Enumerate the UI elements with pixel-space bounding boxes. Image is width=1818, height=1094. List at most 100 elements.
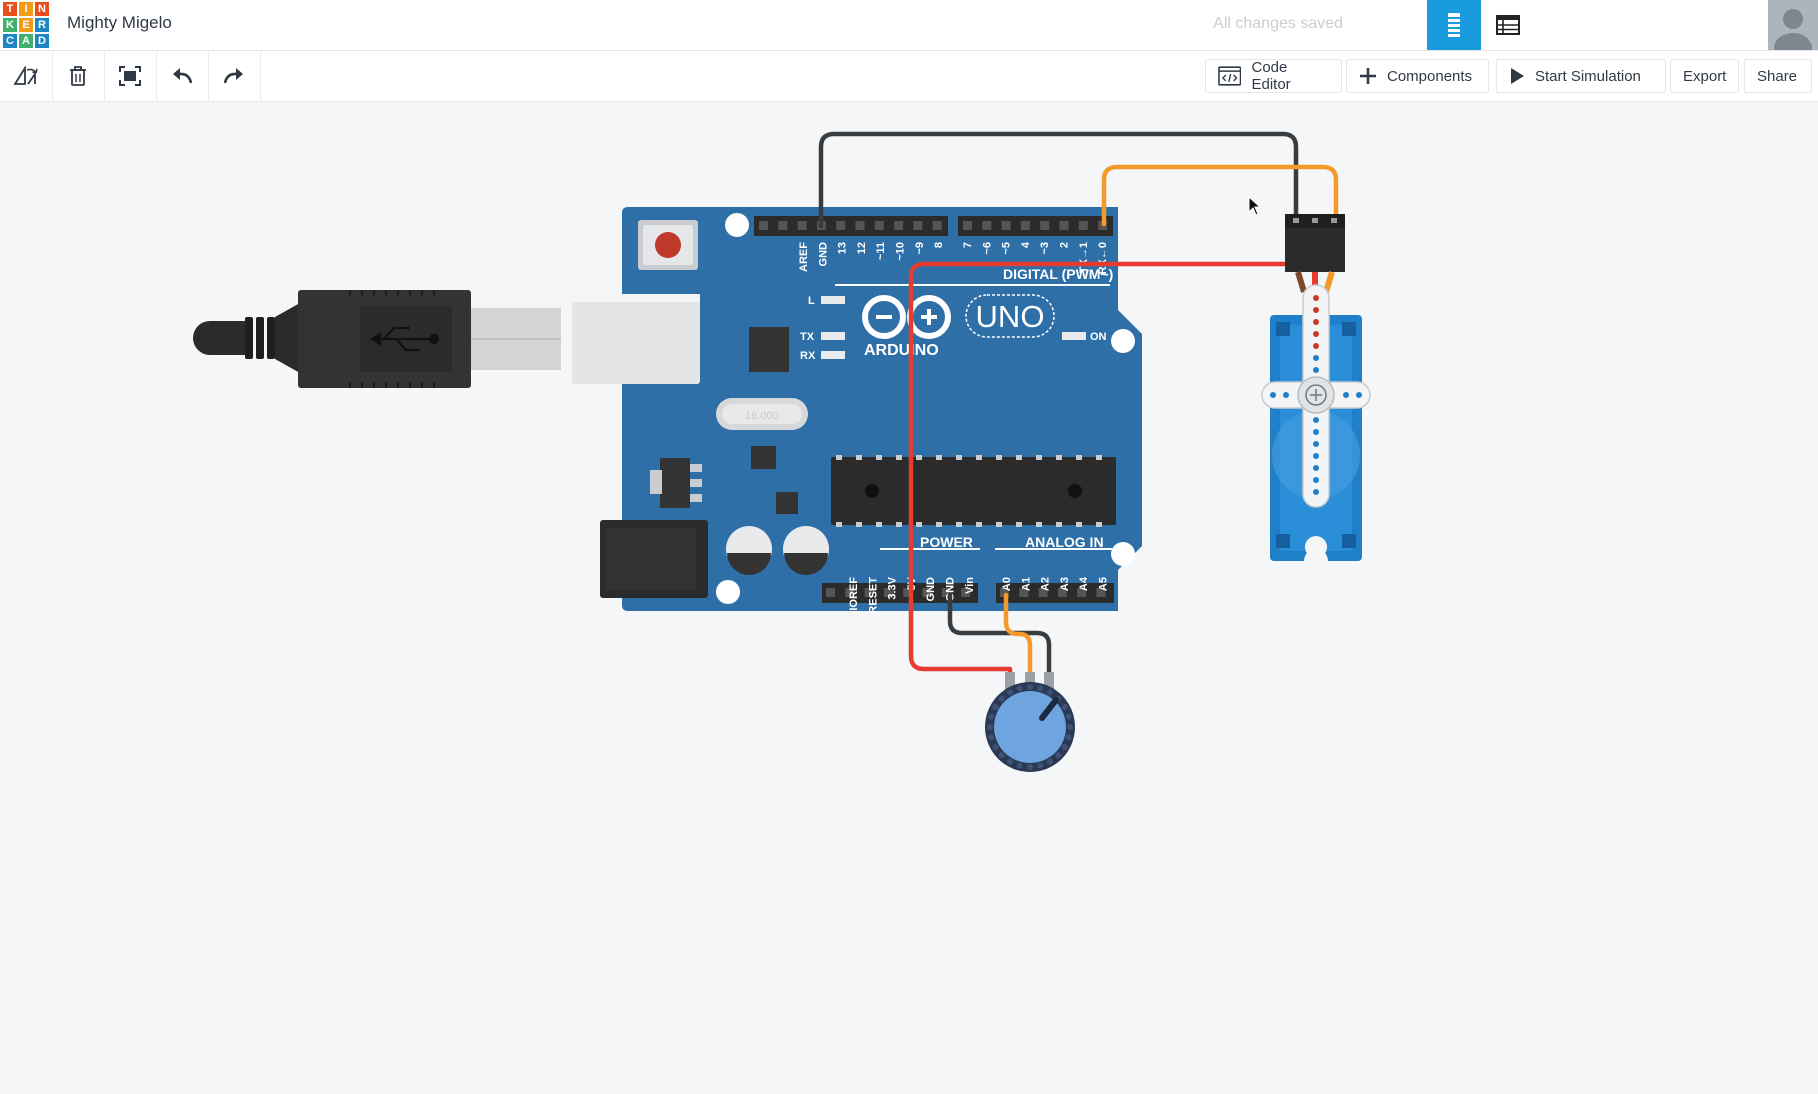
pin-socket[interactable] (894, 221, 904, 230)
pin-socket[interactable] (903, 588, 913, 597)
export-label: Export (1683, 67, 1727, 85)
pin-socket[interactable] (963, 221, 972, 230)
pin-label: A2 (1040, 577, 1052, 591)
fit-view-button[interactable] (104, 51, 157, 101)
pin-socket[interactable] (874, 221, 884, 230)
header-pins[interactable] (759, 221, 1108, 597)
crystal-label: 16.000 (745, 410, 779, 422)
logo-letter: N (35, 2, 49, 16)
avatar[interactable] (1768, 0, 1818, 50)
pin-label: 12 (856, 242, 868, 254)
rotate-button[interactable] (0, 51, 53, 101)
undo-button[interactable] (156, 51, 209, 101)
pin-socket[interactable] (1040, 221, 1050, 230)
pin-socket[interactable] (1020, 221, 1030, 230)
pin-label: A3 (1059, 577, 1071, 591)
pin-socket[interactable] (845, 588, 855, 597)
pin-socket[interactable] (778, 221, 788, 230)
pin-label: AREF (798, 242, 810, 272)
code-editor-button[interactable]: Code Editor (1205, 59, 1342, 93)
start-simulation-button[interactable]: Start Simulation (1496, 59, 1666, 93)
wire-a0-pot[interactable] (1003, 592, 1033, 683)
pin-socket[interactable] (836, 221, 846, 230)
share-button[interactable]: Share (1744, 59, 1812, 93)
wire-gnd-servo[interactable] (818, 131, 1299, 229)
pin-label: 8 (933, 242, 945, 248)
logo-letter: T (3, 2, 17, 16)
pin-socket[interactable] (1019, 588, 1029, 597)
pin-label: A5 (1098, 577, 1110, 591)
circuit-view-button[interactable] (1427, 0, 1481, 50)
pin-socket[interactable] (1038, 588, 1048, 597)
led-l-label: L (808, 295, 815, 307)
pin-socket[interactable] (941, 588, 951, 597)
trash-icon (70, 66, 86, 86)
wire-5v-power[interactable] (908, 261, 1289, 683)
components-button[interactable]: Components (1346, 59, 1489, 93)
pin-socket[interactable] (759, 221, 768, 230)
components-label: Components (1387, 67, 1473, 85)
wire-pin9-servo[interactable] (1101, 164, 1339, 227)
start-simulation-label: Start Simulation (1535, 67, 1641, 85)
led-tx-label: TX (800, 331, 815, 343)
redo-button[interactable] (208, 51, 261, 101)
micro-servo[interactable] (1261, 214, 1371, 561)
pin-socket[interactable] (1096, 588, 1106, 597)
save-status: All changes saved (1213, 15, 1343, 32)
arduino-uno-board[interactable]: 16.000 (572, 207, 1142, 614)
logo-letter: D (35, 34, 49, 48)
usb-symbol-icon (369, 326, 440, 352)
pin-socket[interactable] (982, 221, 992, 230)
circuit-canvas[interactable]: 16.000 (0, 102, 1818, 1094)
export-button[interactable]: Export (1670, 59, 1739, 93)
potentiometer[interactable] (985, 672, 1075, 772)
logo-letter: K (3, 18, 17, 32)
pin-label: GND (945, 577, 957, 602)
pin-label: Vin (964, 577, 976, 594)
project-title[interactable]: Mighty Migelo (67, 13, 172, 32)
share-label: Share (1757, 67, 1798, 85)
pin-label: RESET (867, 577, 879, 614)
pin-socket[interactable] (855, 221, 865, 230)
delete-button[interactable] (52, 51, 105, 101)
pin-label: ~9 (914, 242, 926, 255)
play-icon (1511, 68, 1524, 84)
pin-socket[interactable] (1000, 588, 1009, 597)
pin-label: ~3 (1039, 242, 1051, 255)
wires[interactable] (818, 131, 1339, 683)
pin-label: GND (817, 242, 829, 267)
pin-socket[interactable] (1057, 588, 1067, 597)
fit-view-icon (119, 66, 141, 86)
pin-socket[interactable] (864, 588, 874, 597)
pin-label: RX←0 (1097, 242, 1109, 274)
pin-label: ~5 (1001, 242, 1013, 255)
logo-letter: A (19, 34, 33, 48)
usb-cable[interactable] (193, 290, 561, 388)
pin-socket[interactable] (826, 588, 835, 597)
pin-socket[interactable] (1078, 221, 1088, 230)
pin-label: ~11 (875, 242, 887, 260)
pin-socket[interactable] (913, 221, 923, 230)
pin-socket[interactable] (961, 588, 971, 597)
circuit-workplane[interactable]: 16.000 (0, 102, 1818, 1094)
schematic-list-button[interactable] (1481, 0, 1535, 50)
arduino-brand: ARDUINO (864, 342, 939, 359)
wire-gnd-pot[interactable] (947, 592, 1052, 683)
pin-socket[interactable] (1077, 588, 1087, 597)
pin-label: GND (925, 577, 937, 602)
pin-socket[interactable] (1001, 221, 1011, 230)
breadboard-icon (1446, 13, 1462, 37)
pin-label: IOREF (848, 577, 860, 611)
led-rx-label: RX (800, 350, 816, 362)
pin-socket[interactable] (1059, 221, 1069, 230)
pin-socket[interactable] (922, 588, 932, 597)
pin-socket[interactable] (932, 221, 942, 230)
pin-label: ~6 (981, 242, 993, 255)
pin-socket[interactable] (797, 221, 807, 230)
pin-socket[interactable] (883, 588, 893, 597)
pin-label: 13 (837, 242, 849, 254)
code-icon (1218, 66, 1242, 86)
